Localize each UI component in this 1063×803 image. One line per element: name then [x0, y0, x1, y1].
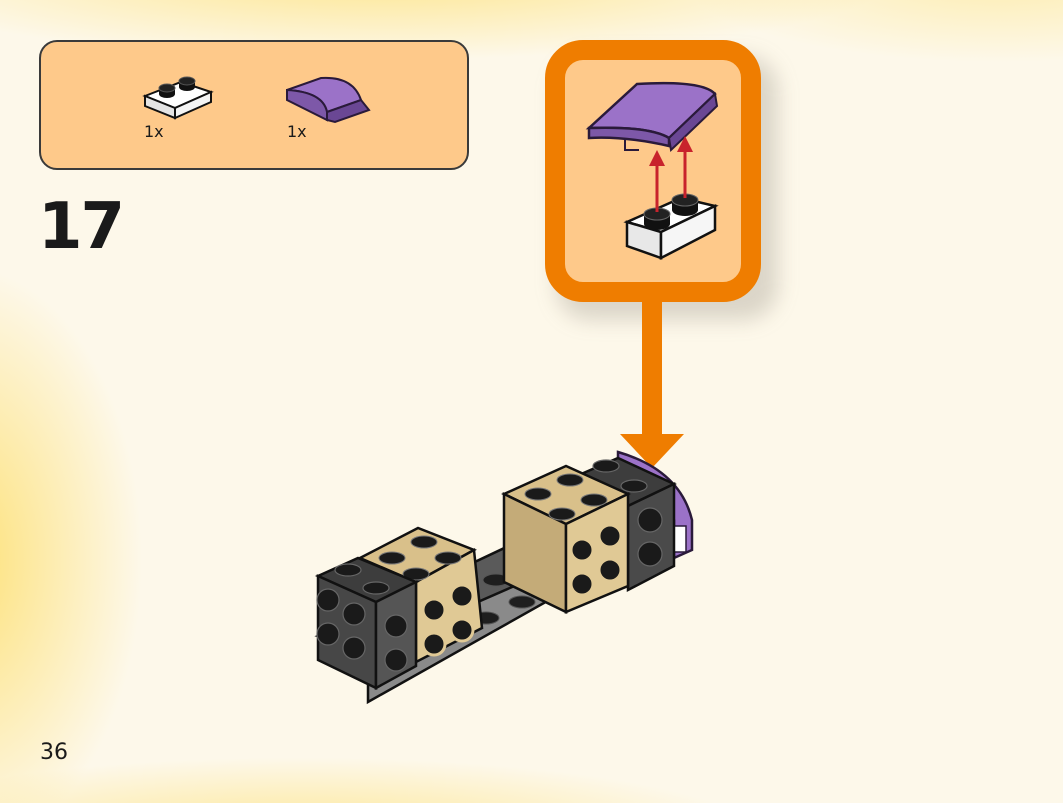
step-number: 17	[38, 190, 125, 264]
callout-connector	[642, 300, 662, 436]
lavender-slope-qty: 1x	[287, 122, 307, 141]
callout-illustration	[585, 81, 719, 261]
white-plate-qty: 1x	[144, 122, 164, 141]
page-number: 36	[40, 740, 68, 765]
callout-box	[545, 40, 761, 302]
placement-arrow-icon	[620, 434, 684, 468]
parts-list-panel: 1x 1x	[39, 40, 469, 170]
white-plate-part-icon	[142, 76, 214, 120]
main-model-illustration	[314, 450, 694, 705]
lavender-slope-part-icon	[286, 76, 371, 124]
